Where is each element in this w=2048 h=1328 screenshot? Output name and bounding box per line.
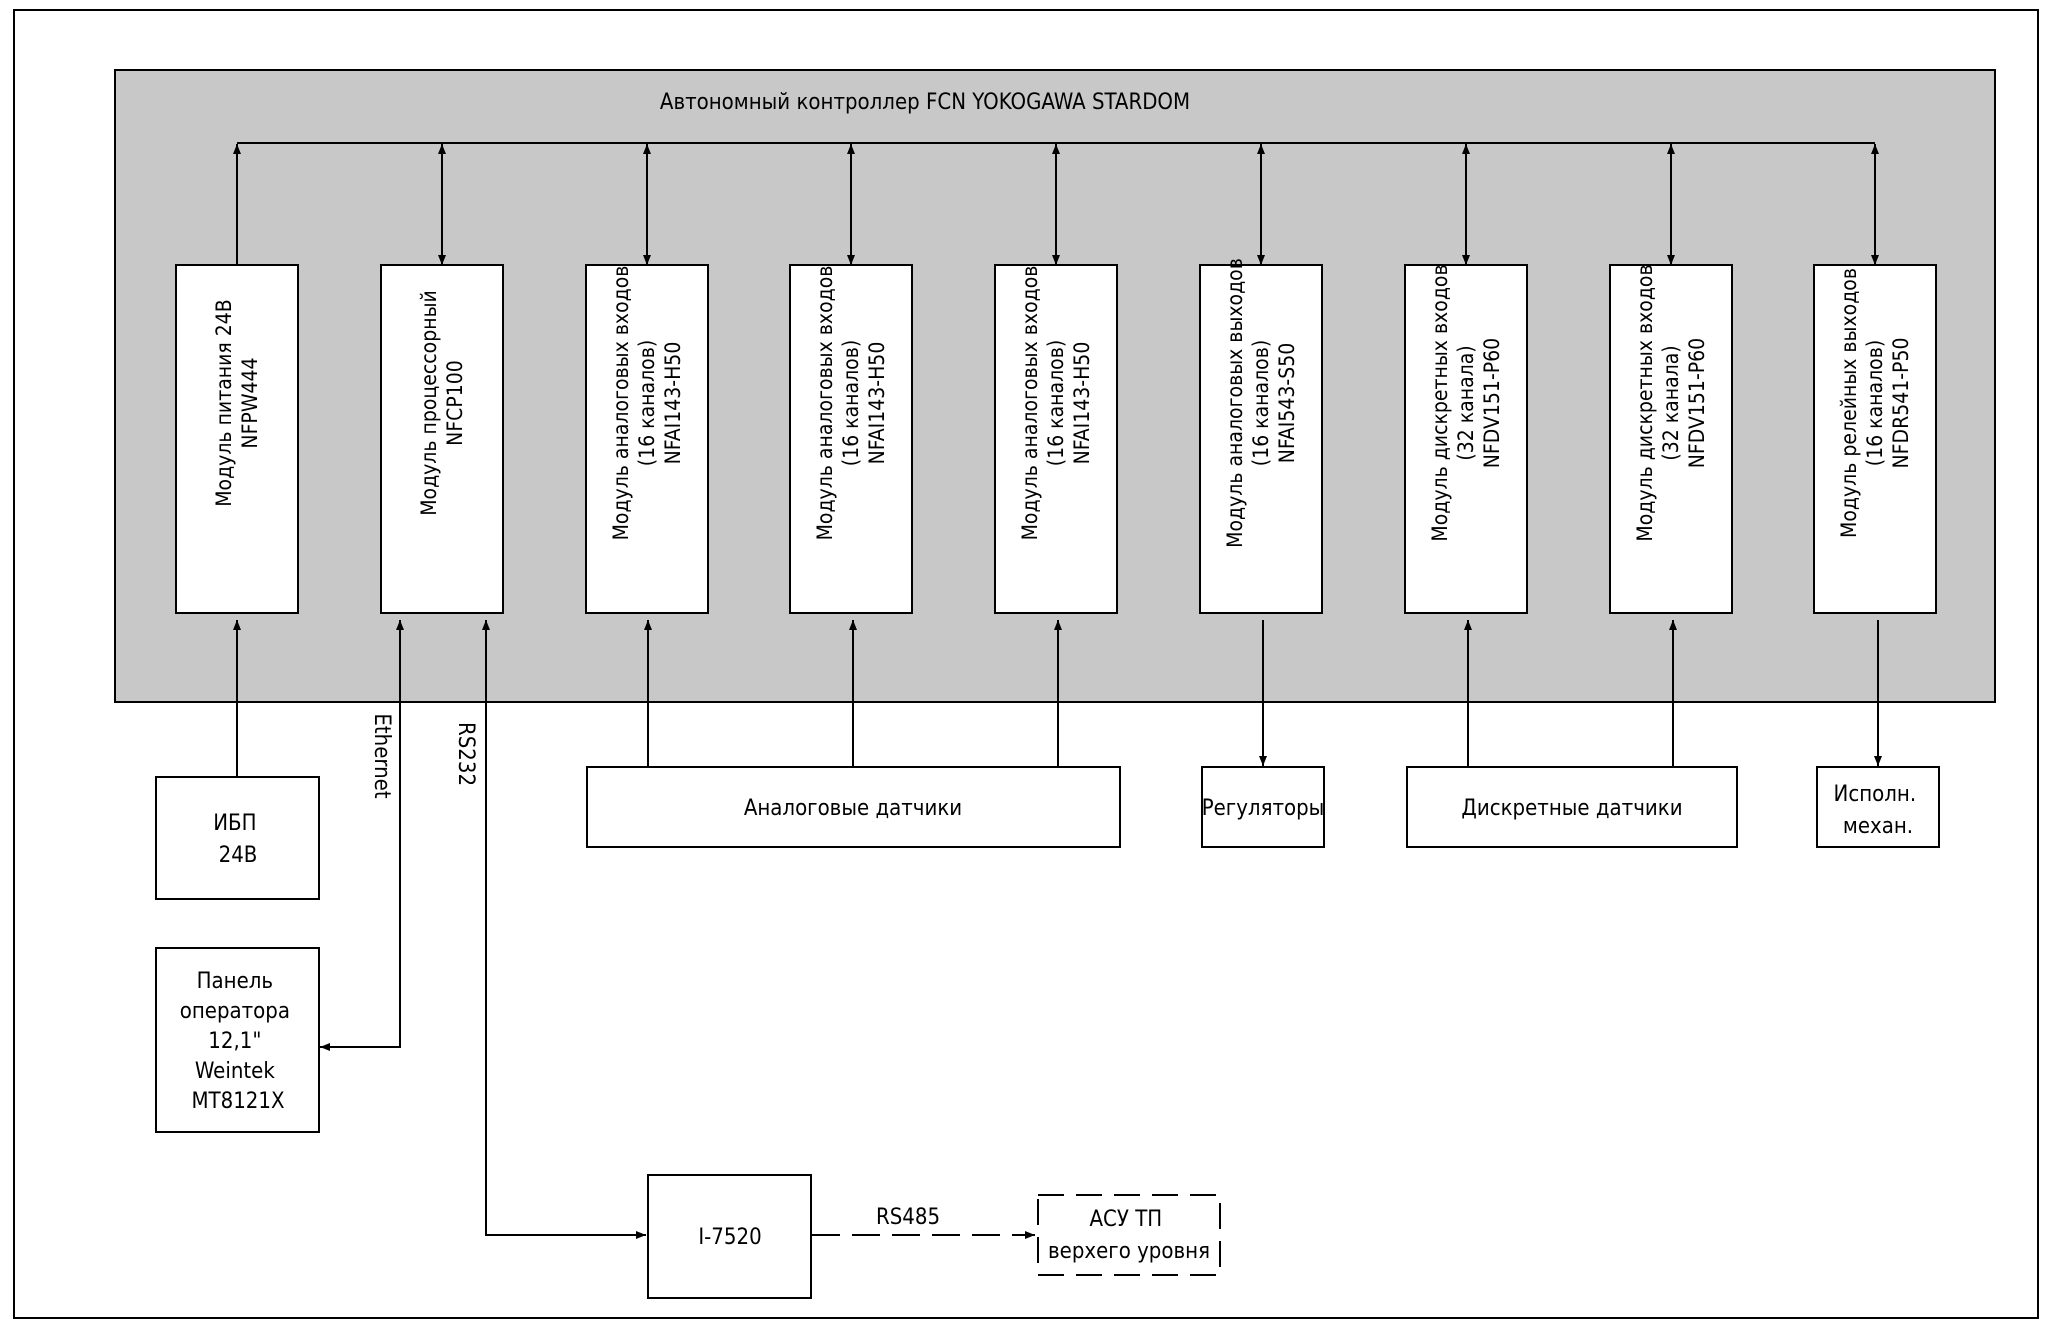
module-label: Модуль аналоговых входов(16 каналов)NFAI… [609,266,685,541]
converter-label: I-7520 [698,1225,761,1250]
ups-label-line: ИБП [213,811,256,836]
module-block [1404,264,1528,614]
module-block [1813,264,1937,614]
rs232-link [482,620,646,1239]
regulators-label: Регуляторы [1202,796,1325,821]
module-block [1609,264,1733,614]
operator-panel-label: Панель оператора 12,1" Weintek MT8121X [180,969,297,1114]
ethernet-label: Ethernet [369,713,394,798]
ups-label: ИБП 24В [213,811,263,868]
operator-panel-line: MT8121X [191,1089,284,1114]
module-label: Модуль аналоговых входов(16 каналов)NFAI… [813,266,889,541]
module-label: Модуль аналоговых выходов(16 каналов)NFA… [1223,258,1299,548]
module-label-line: NFCP100 [443,360,467,446]
actuators-label-line: механ. [1843,814,1913,839]
module-label-line: NFAI543-S50 [1275,343,1299,463]
operator-panel-line: оператора [180,999,290,1024]
actuators-label-line: Исполн. [1834,782,1917,807]
scada-label-line: верхего уровня [1048,1239,1210,1264]
converter-box [647,1174,812,1299]
module-label-line: (16 каналов) [1044,340,1068,466]
module-label: Модуль процессорныйNFCP100 [417,290,467,516]
rs232-label: RS232 [453,722,478,786]
module-label-line: (16 каналов) [1863,340,1887,466]
module-row: Модуль питания 24ВNFPW444 Модуль процессо… [175,258,1937,614]
module-label: Модуль питания 24ВNFPW444 [212,299,262,507]
analog-sensors-box [586,766,1121,848]
module-label-line: NFAI143-H50 [1070,342,1094,465]
module-label: Модуль дискретных входов(32 канала)NFDV1… [1428,264,1504,541]
module-block [380,264,504,614]
module-label-line: (16 каналов) [1249,340,1273,466]
ups-label-line: 24В [219,843,258,868]
scada-label: АСУ ТП верхего уровня [1048,1207,1210,1264]
module-label: Модуль релейных выходов(16 каналов)NFDR5… [1837,268,1913,538]
scada-box [1037,1194,1221,1276]
regulators-box [1201,766,1325,848]
module-label-line: NFDV151-P60 [1685,338,1709,468]
discrete-sensors-label: Дискретные датчики [1461,796,1682,821]
actuators-box [1816,766,1940,848]
scada-label-line: АСУ ТП [1090,1207,1163,1232]
module-label-line: Модуль дискретных входов [1428,264,1452,541]
ethernet-link [320,620,404,1051]
module-label-line: Модуль аналоговых входов [609,266,633,541]
ups-box [155,776,320,900]
module-label: Модуль дискретных входов(32 канала)NFDV1… [1633,264,1709,541]
rs485-label: RS485 [876,1205,940,1230]
module-block [994,264,1118,614]
operator-panel-line: Weintek [195,1059,275,1084]
module-label-line: (32 канала) [1659,345,1683,460]
module-block [175,264,299,614]
actuators-label: Исполн. механ. [1834,782,1923,839]
operator-panel-line: Панель [197,969,273,994]
module-label-line: (16 каналов) [635,340,659,466]
module-label-line: NFAI143-H50 [865,342,889,465]
module-label-line: Модуль дискретных входов [1633,264,1657,541]
module-label-line: Модуль аналоговых входов [1018,266,1042,541]
module-label-line: NFAI143-H50 [661,342,685,465]
module-block [585,264,709,614]
operator-panel-box [155,947,320,1133]
module-label: Модуль аналоговых входов(16 каналов)NFAI… [1018,266,1094,541]
module-label-line: (32 канала) [1454,345,1478,460]
module-label-line: NFDV151-P60 [1480,338,1504,468]
module-label-line: Модуль процессорный [417,290,441,516]
module-block [1199,264,1323,614]
module-label-line: (16 каналов) [839,340,863,466]
module-label-line: Модуль релейных выходов [1837,268,1861,538]
module-label-line: Модуль аналоговых выходов [1223,258,1247,548]
module-block [789,264,913,614]
module-label-line: NFDR541-P50 [1889,338,1913,469]
controller-title: Автономный контроллер FCN YOKOGAWA STARD… [660,90,1190,115]
analog-sensors-label: Аналоговые датчики [744,796,962,821]
drawing-frame [13,9,2039,1319]
operator-panel-line: 12,1" [208,1029,261,1054]
bus-connections [233,144,1879,265]
module-label-line: Модуль питания 24В [212,299,236,507]
discrete-sensors-box [1406,766,1738,848]
module-label-line: Модуль аналоговых входов [813,266,837,541]
module-label-line: NFPW444 [238,357,262,448]
